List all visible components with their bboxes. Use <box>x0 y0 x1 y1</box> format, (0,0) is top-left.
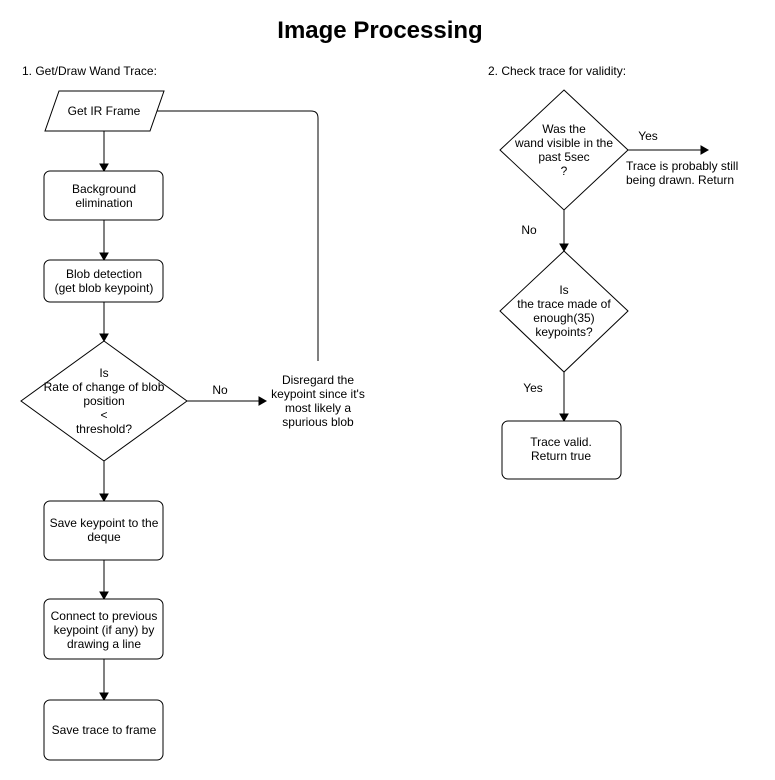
node-label: drawing a line <box>67 637 141 651</box>
section-header-right: 2. Check trace for validity: <box>488 64 626 78</box>
node-label: keypoint (if any) by <box>54 623 155 637</box>
node-label: Rate of change of blob <box>44 380 165 394</box>
process-box <box>501 420 622 480</box>
node-label: keypoints? <box>535 325 593 339</box>
node-label: Disregard the <box>282 373 354 387</box>
node-save-trace: Save trace to frame <box>43 699 164 761</box>
node-label: elimination <box>75 196 132 210</box>
node-background-elimination: Background elimination <box>43 170 164 221</box>
node-label: Get IR Frame <box>68 104 141 118</box>
arrowhead <box>99 493 109 503</box>
arrowhead <box>258 396 268 406</box>
node-wand-visible-decision: Was the wand visible in the past 5sec ? <box>499 89 629 211</box>
node-connect-previous: Connect to previous keypoint (if any) by… <box>43 598 164 660</box>
edge-label-wand-yes: Yes <box>638 129 658 143</box>
node-trace-valid: Trace valid. Return true <box>501 420 622 480</box>
arrowhead <box>99 252 109 262</box>
node-label: spurious blob <box>282 415 354 429</box>
arrowhead <box>99 591 109 601</box>
node-label: ? <box>561 164 568 178</box>
node-label: Was the <box>542 122 586 136</box>
process-box <box>43 699 164 761</box>
node-label: Trace valid. <box>530 435 592 449</box>
node-label: Save keypoint to the <box>50 516 159 530</box>
arrowhead <box>99 163 109 173</box>
decision-diamond <box>499 250 629 373</box>
arrowhead <box>559 243 569 253</box>
process-box <box>43 259 164 303</box>
edge-label-rate-no: No <box>212 383 228 397</box>
node-label: Connect to previous <box>51 609 158 623</box>
node-label: Background <box>72 182 136 196</box>
node-label: keypoint since it's <box>271 387 365 401</box>
process-box <box>43 598 164 660</box>
node-label: position <box>83 394 124 408</box>
arrowhead <box>559 413 569 423</box>
edges-right <box>559 145 710 423</box>
node-label: being drawn. Return <box>626 173 734 187</box>
process-box <box>43 170 164 221</box>
node-label: enough(35) <box>533 311 594 325</box>
input-parallelogram <box>44 90 165 132</box>
node-label: most likely a <box>285 401 351 415</box>
node-label: Blob detection <box>66 267 142 281</box>
node-blob-detection: Blob detection (get blob keypoint) <box>43 259 164 303</box>
node-disregard: Disregard the keypoint since it's most l… <box>271 373 365 429</box>
edge-disregard-loop-to-frame <box>153 110 319 361</box>
section-header-left: 1. Get/Draw Wand Trace: <box>22 64 157 78</box>
arrowhead <box>700 145 710 155</box>
arrowhead <box>99 692 109 702</box>
node-label: wand visible in the <box>514 136 613 150</box>
decision-diamond <box>20 340 188 462</box>
node-label: the trace made of <box>517 297 611 311</box>
node-label: Return true <box>531 449 591 463</box>
node-label: threshold? <box>76 422 132 436</box>
node-label: deque <box>87 530 121 544</box>
node-label: Trace is probably still <box>626 159 738 173</box>
edge-label-enough-yes: Yes <box>523 381 543 395</box>
process-box <box>43 500 164 561</box>
edge-label-wand-no: No <box>521 223 537 237</box>
node-save-keypoint: Save keypoint to the deque <box>43 500 164 561</box>
node-label: Is <box>559 283 568 297</box>
node-label: past 5sec <box>538 150 589 164</box>
node-label: Save trace to frame <box>52 723 157 737</box>
arrowhead <box>99 333 109 343</box>
node-label: < <box>100 408 107 422</box>
node-label: (get blob keypoint) <box>55 281 154 295</box>
node-label: Is <box>99 366 108 380</box>
page-title: Image Processing <box>277 17 482 44</box>
node-still-drawn: Trace is probably still being drawn. Ret… <box>626 159 738 187</box>
node-enough-keypoints-decision: Is the trace made of enough(35) keypoint… <box>499 250 629 373</box>
decision-diamond <box>499 89 629 211</box>
node-rate-decision: Is Rate of change of blob position < thr… <box>20 340 188 462</box>
node-get-ir-frame: Get IR Frame <box>44 90 165 132</box>
